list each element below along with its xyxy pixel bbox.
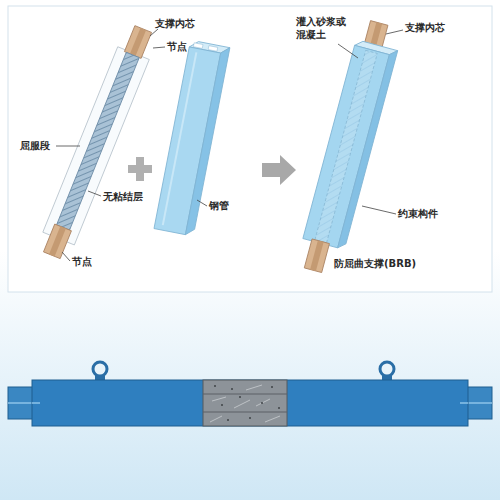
part-label: 钢管 (209, 200, 229, 213)
part-label: 屈服段 (20, 140, 50, 153)
leader-lines (56, 29, 403, 261)
assembly-arrow (262, 155, 296, 185)
end-stub (8, 387, 34, 419)
plus-sign (128, 157, 152, 181)
core-plate (57, 52, 140, 230)
top-panel (8, 6, 492, 292)
part-label: 约束构件 (398, 208, 438, 221)
steel-tube (154, 40, 230, 236)
assembled-brb (296, 18, 404, 276)
part-label: 节点 (72, 256, 92, 269)
lifting-lug (380, 362, 394, 376)
node-plate (43, 224, 71, 259)
concrete-cutaway (203, 380, 287, 426)
part-label: 支撑内芯 (155, 18, 195, 31)
part-label: 节点 (167, 41, 187, 54)
end-stub (466, 387, 492, 419)
part-label: 无粘结层 (103, 191, 143, 204)
part-label: 灌入砂浆或 混凝土 (296, 16, 352, 41)
node-flange (49, 226, 66, 256)
part-label: 支撑内芯 (405, 22, 445, 35)
part-label: 防屈曲支撑(BRB) (334, 258, 416, 271)
brace-core (36, 23, 159, 262)
node-flange (130, 28, 146, 56)
lifting-lug (93, 362, 107, 376)
yield-segment-outline (43, 47, 149, 245)
restraining-tube (32, 380, 468, 426)
brb-elevation (8, 362, 492, 426)
